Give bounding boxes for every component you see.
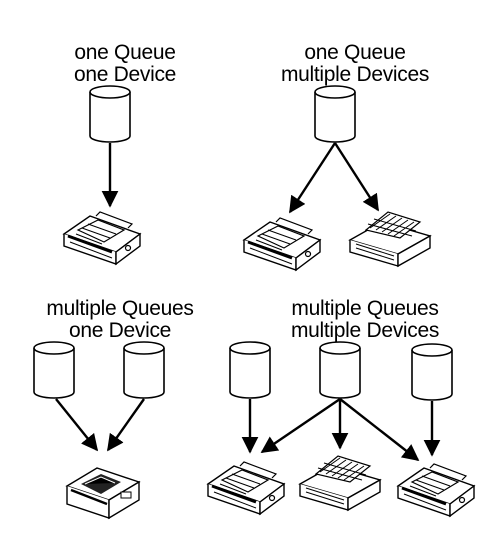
queue-cylinder-icon bbox=[123, 341, 165, 399]
panel3-title-line1: multiple Queues bbox=[46, 297, 194, 320]
panel3-title-line2: one Device bbox=[68, 319, 172, 342]
arrow bbox=[260, 398, 341, 453]
laser-printer-icon bbox=[65, 466, 141, 520]
queue-cylinder-icon bbox=[229, 341, 271, 399]
panel2-title: one Queue multiple Devices bbox=[270, 42, 440, 86]
panel1-title-line1: one Queue bbox=[74, 41, 176, 64]
panel4-title-line1: multiple Queues bbox=[291, 297, 439, 320]
line-printer-icon bbox=[349, 211, 431, 267]
panel4-title-line2: multiple Devices bbox=[290, 319, 440, 342]
queue-cylinder-icon bbox=[411, 343, 453, 401]
panel1-title: one Queue one Device bbox=[50, 42, 200, 86]
panel3-title: multiple Queues one Device bbox=[25, 298, 215, 342]
dot-matrix-printer-icon bbox=[62, 210, 142, 266]
queue-cylinder-icon bbox=[314, 85, 356, 143]
dot-matrix-printer-icon bbox=[396, 462, 476, 518]
dot-matrix-printer-icon bbox=[206, 460, 286, 516]
panel1-title-line2: one Device bbox=[73, 63, 177, 86]
queue-cylinder-icon bbox=[319, 341, 361, 399]
arrow bbox=[55, 398, 99, 452]
queue-cylinder-icon bbox=[33, 341, 75, 399]
line-printer-icon bbox=[299, 455, 381, 511]
panel4-title: multiple Queues multiple Devices bbox=[270, 298, 460, 342]
arrow bbox=[288, 142, 337, 214]
arrow bbox=[333, 142, 380, 212]
panel2-title-line1: one Queue bbox=[304, 41, 406, 64]
arrow bbox=[339, 398, 420, 462]
queue-cylinder-icon bbox=[89, 85, 131, 143]
dot-matrix-printer-icon bbox=[242, 216, 322, 272]
panel2-title-line2: multiple Devices bbox=[280, 63, 430, 86]
arrow bbox=[107, 398, 145, 452]
